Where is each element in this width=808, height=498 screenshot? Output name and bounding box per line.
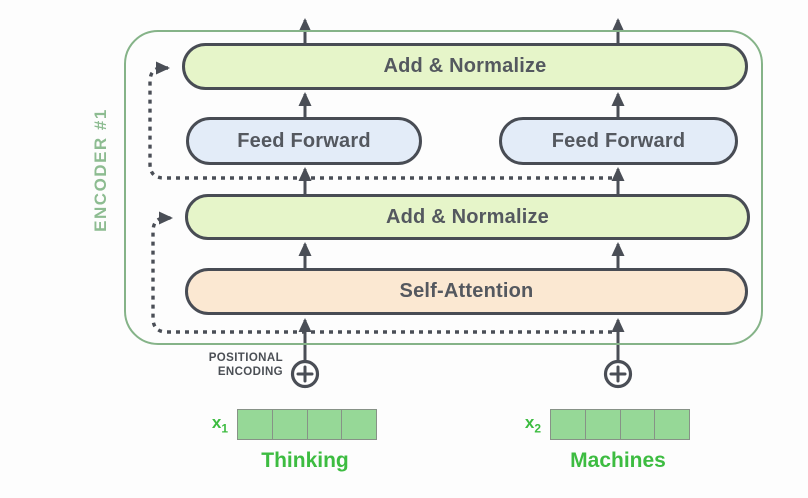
positional-encoding-line2: ENCODING (217, 365, 283, 378)
positional-encoding-line1: POSITIONAL (208, 352, 283, 364)
token-x1-label: x1 (196, 413, 228, 435)
token-x2-sub: 2 (534, 421, 541, 436)
vector-cell (654, 410, 689, 439)
vector-cell (551, 410, 585, 439)
layer-self-attention: Self-Attention (185, 268, 748, 315)
vector-cell (238, 410, 272, 439)
encoder-container-box (124, 30, 763, 345)
token-x1-vector (237, 409, 377, 440)
token-x2-label: x2 (509, 413, 541, 435)
vector-cell (619, 410, 655, 439)
layer-add-normalize-middle: Add & Normalize (185, 194, 750, 240)
encoder-title: ENCODER #1 (91, 108, 110, 232)
token-word-thinking: Thinking (261, 449, 349, 472)
layer-feed-forward-right: Feed Forward (499, 117, 738, 165)
layer-add-normalize-top: Add & Normalize (182, 43, 748, 90)
token-x1-var: x (211, 413, 222, 432)
token-x1-sub: 1 (221, 421, 228, 436)
plus-circle-icon-right (603, 359, 633, 389)
plus-circle-icon-left (290, 359, 320, 389)
vector-cell (341, 410, 376, 439)
vector-cell (271, 410, 307, 439)
vector-cell (306, 410, 342, 439)
token-word-machines: Machines (570, 449, 666, 472)
layer-feed-forward-left: Feed Forward (186, 117, 422, 165)
positional-encoding-label: POSITIONAL ENCODING (160, 352, 283, 379)
token-x2-var: x (524, 413, 535, 432)
vector-cell (584, 410, 620, 439)
token-x2-vector (550, 409, 690, 440)
